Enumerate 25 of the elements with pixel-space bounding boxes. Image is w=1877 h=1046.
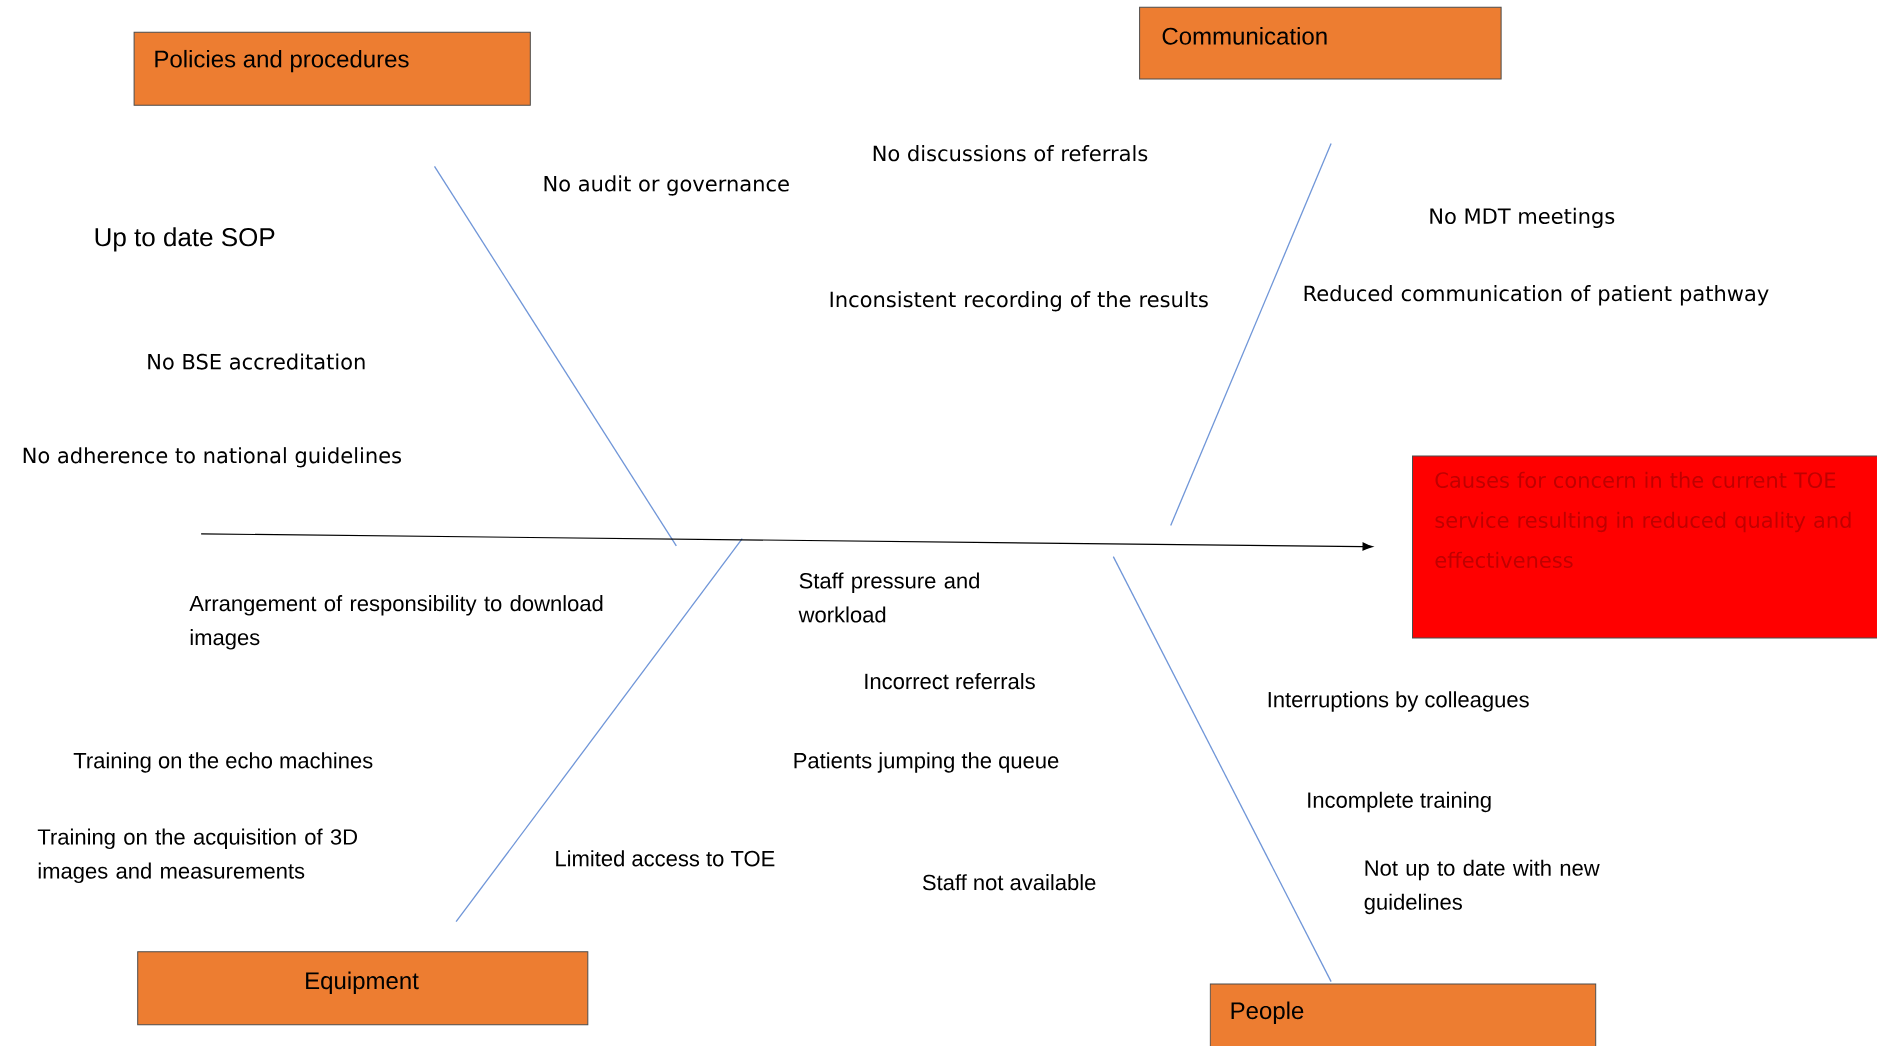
arrow bbox=[200, 533, 1373, 551]
category-box: Equipment bbox=[137, 951, 589, 1026]
cause-text: Training on the acquisition of 3D images and measurements bbox=[37, 828, 357, 884]
cause-text: Up to date SOP bbox=[95, 227, 275, 252]
cause-text: Patients jumping the queue bbox=[794, 752, 1059, 773]
cause-text: No discussions of referrals bbox=[873, 145, 1148, 162]
cause-text: Incomplete training bbox=[1308, 791, 1491, 813]
cause-text: Interruptions by colleagues bbox=[1268, 691, 1529, 712]
cause-text: Reduced communication of patient pathway bbox=[1304, 285, 1769, 306]
cause-text: Not up to date with new guidelines bbox=[1364, 859, 1600, 915]
cause-text: Staff pressure and workload bbox=[798, 572, 979, 623]
category-box: Policies and procedures bbox=[133, 31, 531, 106]
cause-text: Staff not available bbox=[922, 874, 1096, 891]
cause-text: Training on the echo machines bbox=[73, 752, 373, 773]
category-box: People bbox=[1209, 983, 1597, 1046]
cause-text: No MDT meetings bbox=[1430, 207, 1615, 229]
cause-text: No adherence to national guidelines bbox=[23, 447, 402, 468]
cause-text: Arrangement of responsibility to download images bbox=[189, 595, 603, 650]
cause-text: Incorrect referrals bbox=[865, 673, 1035, 690]
category-box: Communication bbox=[1139, 6, 1502, 80]
cause-text: No BSE accreditation bbox=[148, 353, 365, 370]
effect-box: Causes for concern in the current TOE service resulting in reduced quality and effectiveness bbox=[1412, 455, 1877, 639]
cause-text: Inconsistent recording of the results bbox=[830, 291, 1208, 312]
cause-text: No audit or governance bbox=[544, 175, 789, 196]
cause-text: Limited access to TOE bbox=[556, 850, 775, 867]
